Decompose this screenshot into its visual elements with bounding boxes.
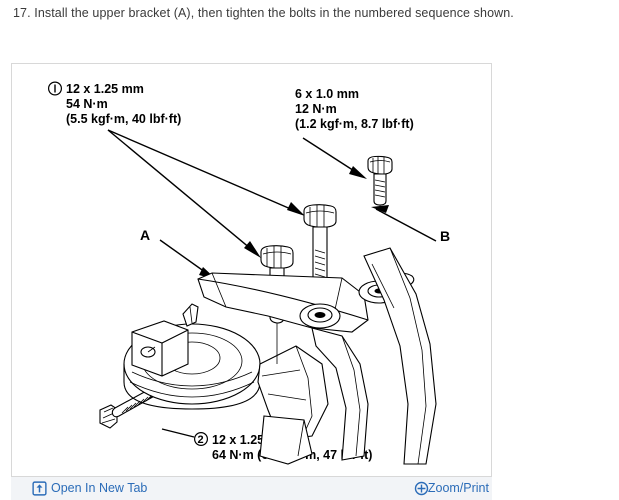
callout-bolt1: 12 x 1.25 mm 54 N·m (5.5 kgf·m, 40 lbf·f… [47, 81, 181, 126]
callout-bolt-small-torque: 12 N·m [295, 102, 337, 116]
bolt-small-right [367, 155, 393, 212]
callout-bolt2-marker: 2 [198, 434, 204, 446]
callout-bolt-small-size: 6 x 1.0 mm [295, 87, 359, 101]
zoom-print-link[interactable]: Zoom/Print [427, 481, 489, 495]
callout-bolt1-torque: 54 N·m [66, 97, 108, 111]
diagram-image-frame[interactable]: 12 x 1.25 mm 54 N·m (5.5 kgf·m, 40 lbf·f… [11, 63, 492, 477]
external-link-icon[interactable] [32, 481, 47, 496]
part-label-b: B [440, 228, 450, 244]
callout-bolt-small-torque-alt: (1.2 kgf·m, 8.7 lbf·ft) [295, 117, 414, 131]
engine-mount-assembly [123, 247, 437, 465]
open-in-new-tab-link[interactable]: Open In New Tab [51, 481, 148, 495]
torque-sequence-diagram: 12 x 1.25 mm 54 N·m (5.5 kgf·m, 40 lbf·f… [47, 81, 450, 465]
part-label-a: A [140, 227, 150, 243]
zoom-in-icon[interactable] [414, 481, 429, 496]
callout-bolt1-size: 12 x 1.25 mm [66, 82, 144, 96]
callout-bolt-small: 6 x 1.0 mm 12 N·m (1.2 kgf·m, 8.7 lbf·ft… [295, 87, 414, 131]
image-viewer-toolbar: Open In New Tab Zoom/Print [11, 477, 492, 500]
instruction-text: 17. Install the upper bracket (A), then … [13, 6, 514, 20]
callout-bolt1-torque-alt: (5.5 kgf·m, 40 lbf·ft) [66, 112, 181, 126]
